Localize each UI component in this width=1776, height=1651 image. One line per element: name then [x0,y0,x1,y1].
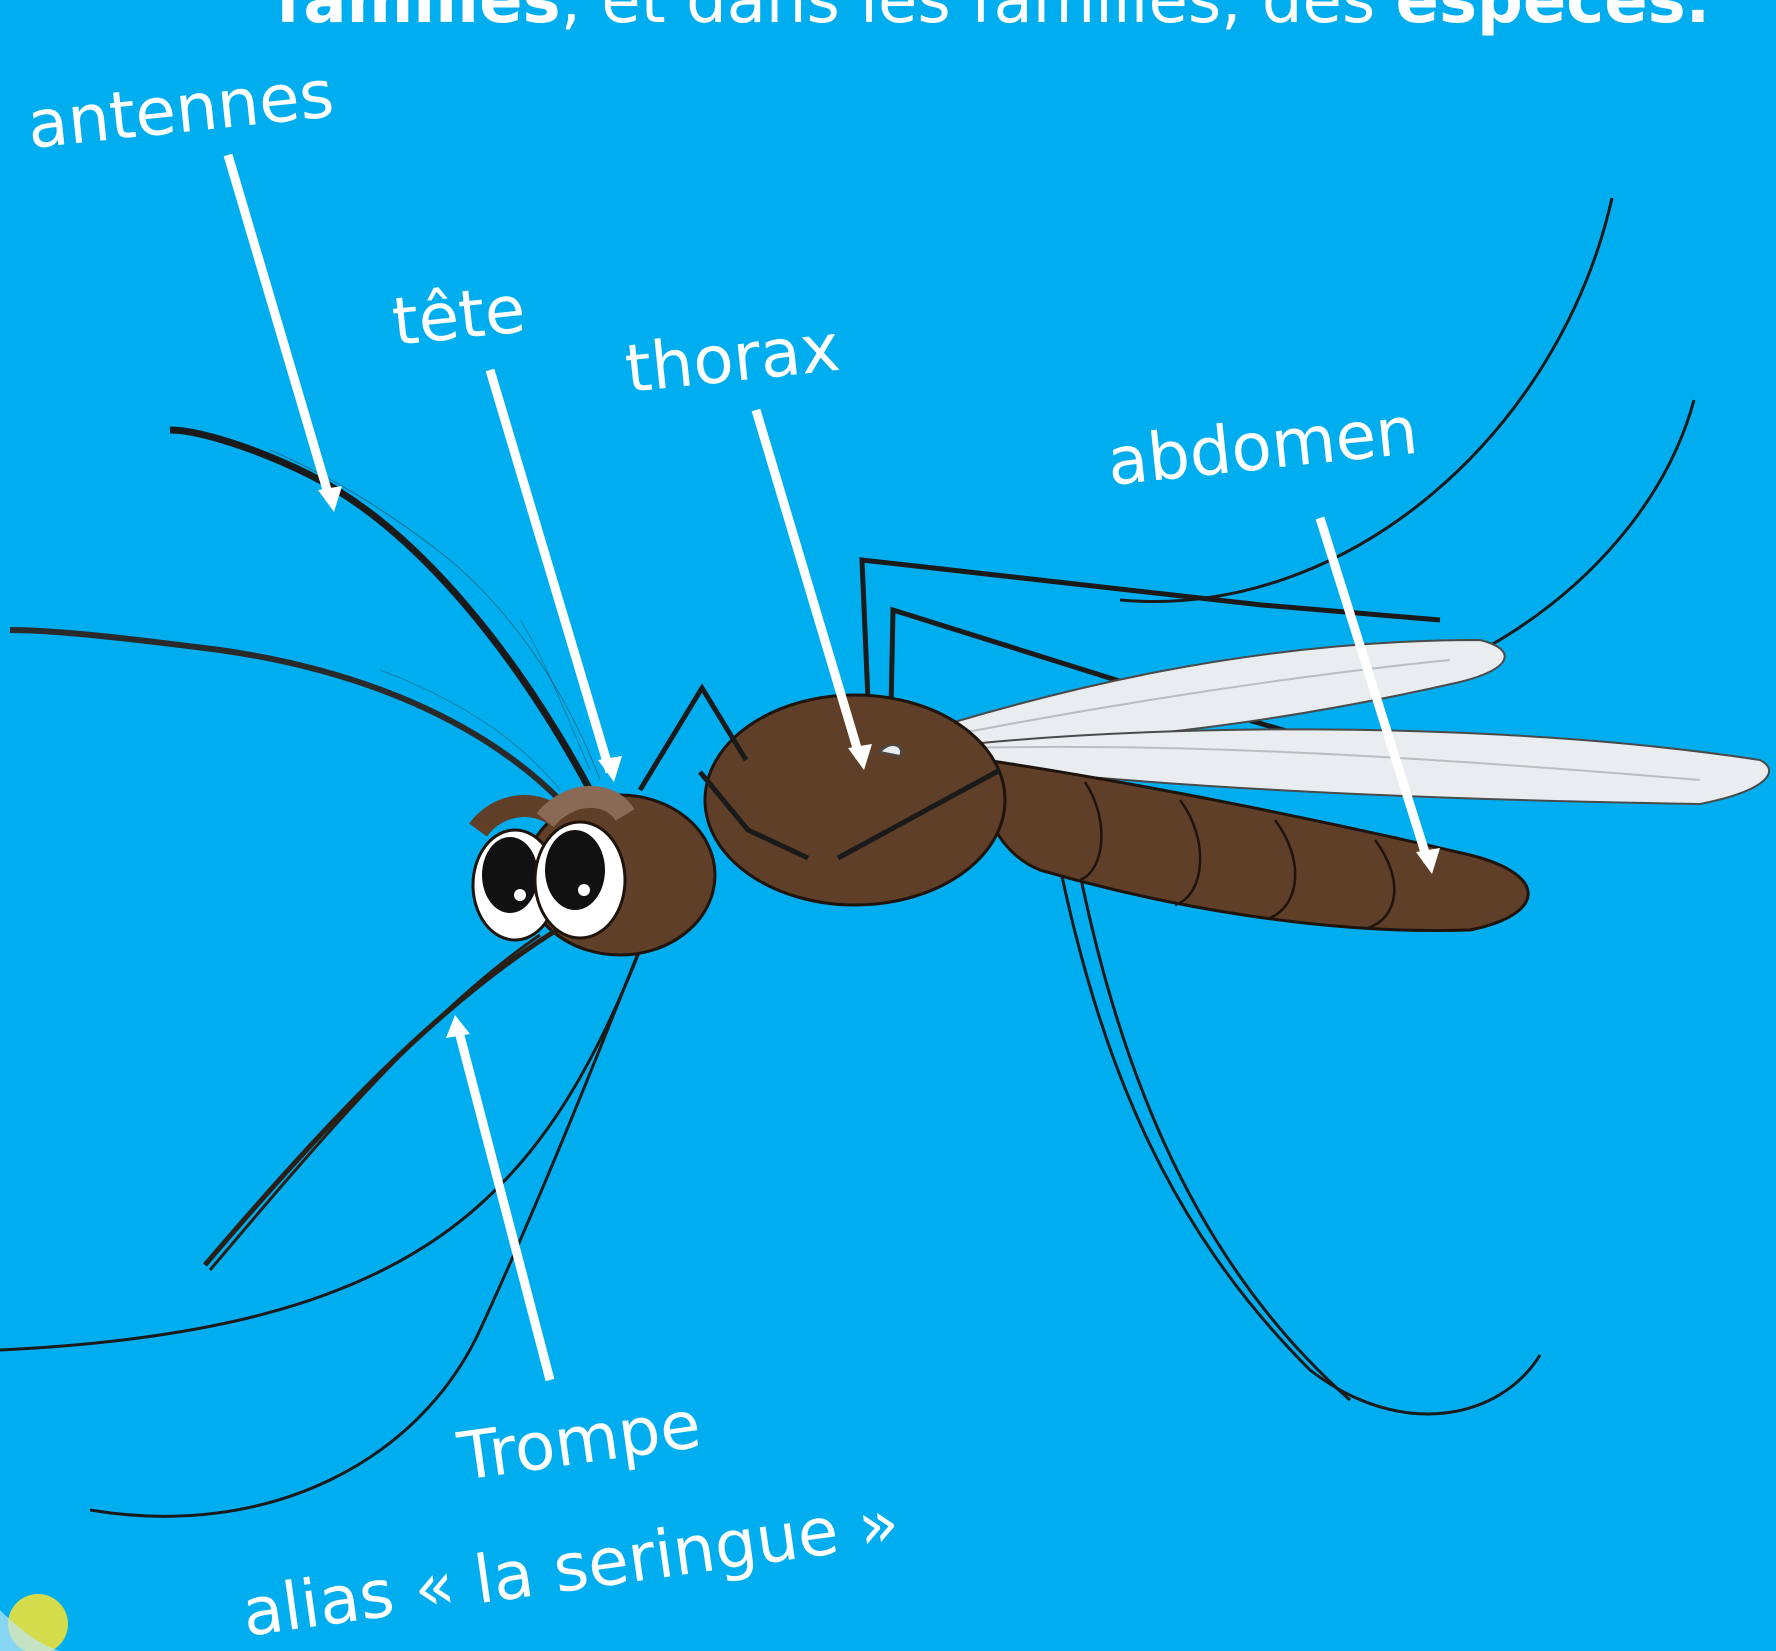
label-thorax: thorax [622,309,844,408]
antennae [10,430,600,800]
front-leg-left-2 [0,950,640,1350]
label-proboscis-line1: Trompe [453,1386,706,1496]
arrow-head [490,370,610,772]
label-antennae: antennes [24,55,338,164]
pupil-right [545,830,605,910]
pupil-left [482,837,538,913]
label-head: tête [389,270,529,360]
label-abdomen: abdomen [1104,392,1422,501]
header-text: familles, et dans les familles, des espè… [276,0,1710,38]
label-proboscis-line2: alias « la seringue » [238,1483,904,1651]
